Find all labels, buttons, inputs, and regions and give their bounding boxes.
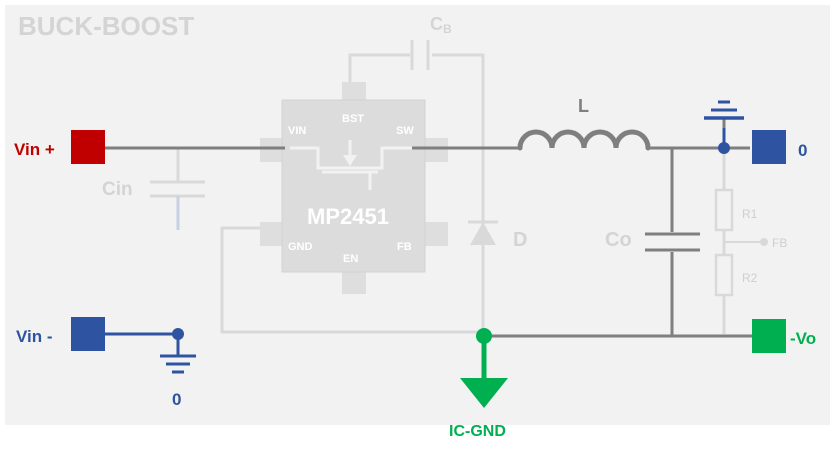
cb-label: CB <box>430 14 452 36</box>
fb-tap-label: FB <box>772 236 787 250</box>
diagram-title: BUCK-BOOST <box>18 11 194 41</box>
terminal-vout-zero <box>752 130 786 164</box>
r1-label: R1 <box>742 207 758 221</box>
label-ic-gnd: IC-GND <box>449 423 506 440</box>
terminal-neg-vo <box>752 319 786 353</box>
label-vin-minus-ground: 0 <box>172 390 181 409</box>
label-inductor: L <box>578 96 589 116</box>
ic-pin-label-en: EN <box>343 253 358 265</box>
r2-label: R2 <box>742 271 758 285</box>
cin-label: Cin <box>102 179 133 200</box>
ic-gnd-junction <box>476 328 492 344</box>
blue-wires <box>105 100 744 374</box>
label-neg-vo: -Vo <box>790 329 816 348</box>
ic-switch-arrow <box>343 155 357 166</box>
diode-label: D <box>513 229 527 251</box>
ic-pin-label-vin: VIN <box>288 125 306 137</box>
cb-label-sub: B <box>443 22 452 36</box>
ic-gnd-return-wire <box>220 226 480 334</box>
cb-label-main: C <box>430 14 443 34</box>
ic-pin-label-gnd: GND <box>288 241 313 253</box>
vin-minus-junction <box>172 328 184 340</box>
label-vout-zero: 0 <box>798 141 807 160</box>
vout-zero-junction <box>718 142 730 154</box>
ic-pin-label-sw: SW <box>396 125 414 137</box>
ic-body <box>281 99 426 273</box>
co-label: Co <box>605 229 632 251</box>
ic-name: MP2451 <box>307 204 389 229</box>
ic-pin-label-bst: BST <box>342 113 364 125</box>
label-vin-plus: Vin + <box>14 140 55 159</box>
active-wires <box>105 100 752 338</box>
ic-package <box>260 82 448 294</box>
ic-pin-label-fb: FB <box>397 241 412 253</box>
label-vin-minus: Vin - <box>16 327 53 346</box>
diode-symbol <box>470 222 496 245</box>
fb-tap-dot <box>760 238 768 246</box>
terminal-vin-minus <box>71 317 105 351</box>
ic-gnd-arrow <box>460 328 508 408</box>
terminal-vin-plus <box>71 130 105 164</box>
inductor-coil <box>517 129 651 151</box>
